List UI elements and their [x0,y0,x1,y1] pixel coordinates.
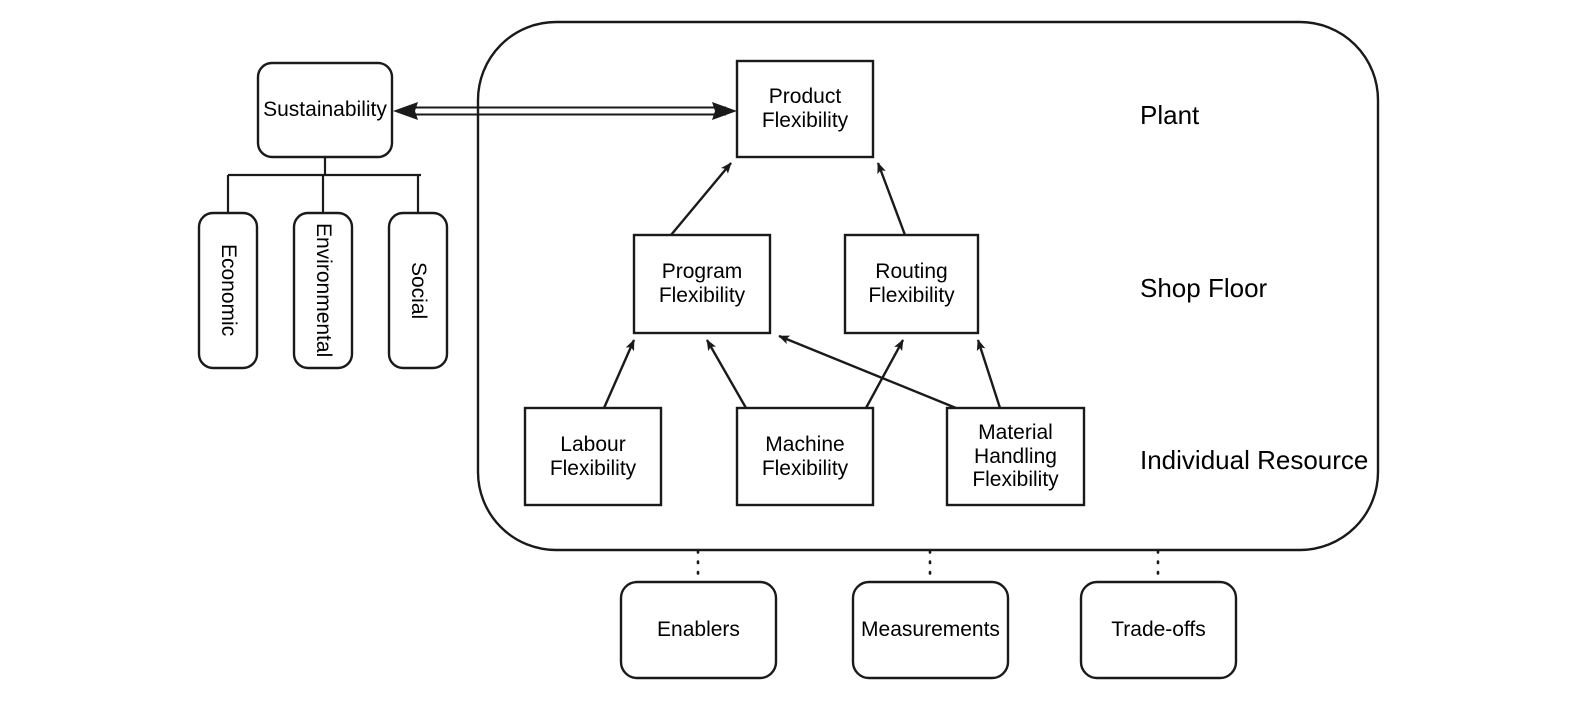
sustainability-box-outlines [197,61,449,370]
node-sustainability[interactable] [258,63,392,157]
node-machine-flexibility[interactable] [737,408,873,505]
dotted-connectors [696,549,1160,584]
node-environmental[interactable] [294,213,352,368]
box-program-flexibility [632,233,772,335]
node-routing-flexibility[interactable] [845,235,978,333]
level-label-plant: Plant [1140,100,1200,130]
box-routing-flexibility [843,233,980,335]
box-measurements [851,580,1010,680]
edge-labour-to-program [602,339,636,409]
edge-machine-to-program [705,339,748,409]
edge-material-to-routing [976,339,1002,409]
node-trade-offs[interactable] [1081,582,1236,678]
node-enablers[interactable] [621,582,776,678]
node-program-flexibility[interactable] [634,235,770,333]
box-enablers [619,580,778,680]
sustainability-product-flexibility-link [393,102,737,120]
node-measurements[interactable] [853,582,1008,678]
box-economic [197,211,259,370]
box-environmental [292,211,354,370]
flexibility-box-outlines [523,59,1086,507]
node-economic[interactable] [199,213,257,368]
node-material-handling-flexibility[interactable] [947,408,1084,505]
box-sustainability [256,61,394,159]
box-social [387,211,449,370]
sustainability-tree-connectors [226,157,421,213]
node-labour-flexibility[interactable] [525,408,661,505]
box-labour-flexibility [523,406,663,507]
edge-program-to-product [670,162,732,236]
box-trade-offs [1079,580,1238,680]
edge-routing-to-product [876,162,907,236]
node-product-flexibility[interactable] [737,61,873,157]
flexibility-hierarchy-arrows [602,162,1002,410]
manufacturing-system-boundary [476,20,1380,552]
aspect-box-outlines [619,580,1238,680]
box-product-flexibility [735,59,875,159]
box-machine-flexibility [735,406,875,507]
level-label-shop-floor: Shop Floor [1140,273,1268,303]
node-social[interactable] [389,213,447,368]
edge-material-to-program [778,334,957,410]
box-material-handling-flexibility [945,406,1086,507]
edge-machine-to-routing [864,339,905,409]
level-label-individual-resource: Individual Resource [1140,445,1369,475]
